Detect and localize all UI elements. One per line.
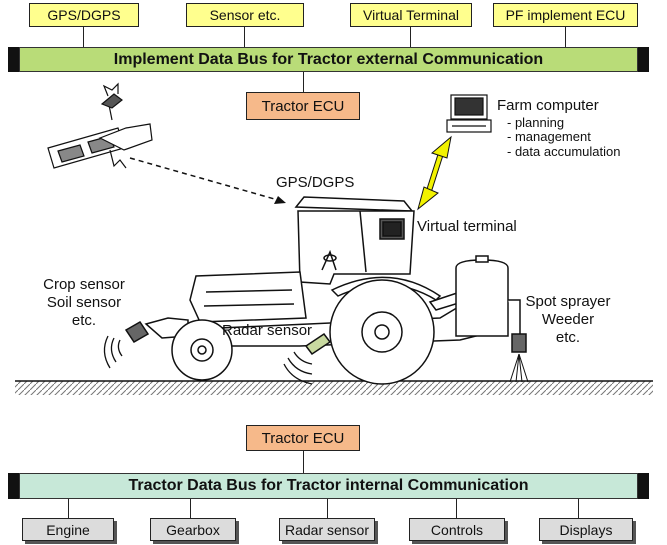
- radar-sensor-box: Radar sensor: [279, 518, 375, 541]
- gps-dgps-box: GPS/DGPS: [29, 3, 139, 27]
- controls-box: Controls: [409, 518, 505, 541]
- connector-line: [327, 499, 328, 518]
- connector-line: [190, 499, 191, 518]
- crop-sensor-line: Crop sensor: [43, 276, 125, 293]
- weeder-line: Weeder: [541, 311, 595, 328]
- bus-end-cap: [8, 473, 19, 499]
- virtual-terminal-label: Virtual terminal: [417, 218, 517, 235]
- spot-sprayer-line: Spot sprayer: [525, 293, 611, 310]
- gearbox-box: Gearbox: [150, 518, 236, 541]
- connector-line: [244, 27, 245, 47]
- farm-computer-item: - management: [507, 129, 591, 144]
- tractor: [124, 196, 527, 385]
- farm-computer-item: - data accumulation: [507, 144, 621, 159]
- spray-icon: [509, 353, 529, 383]
- tractor-ecu-top: Tractor ECU: [246, 92, 360, 120]
- virtual-terminal-box: Virtual Terminal: [350, 3, 472, 27]
- engine-box: Engine: [22, 518, 114, 541]
- radar-sensor-label: Radar sensor: [222, 322, 313, 339]
- computer-icon: [446, 94, 492, 133]
- bus-end-cap: [638, 473, 649, 499]
- radar-wave-icon: [283, 351, 313, 385]
- gps-label: GPS/DGPS: [276, 174, 355, 191]
- soil-sensor-line: Soil sensor: [46, 294, 122, 311]
- implement-data-bus: Implement Data Bus for Tractor external …: [19, 47, 638, 72]
- spot-sprayer-label: Spot sprayer Weeder etc.: [516, 293, 620, 347]
- displays-box: Displays: [539, 518, 633, 541]
- etc-line: etc.: [71, 312, 97, 329]
- connector-line: [83, 27, 84, 47]
- ground: [15, 381, 653, 395]
- etc-line: etc.: [555, 329, 581, 346]
- connector-line: [578, 499, 579, 518]
- tractor-ecu-bottom: Tractor ECU: [246, 425, 360, 451]
- connector-line: [303, 451, 304, 473]
- sensor-wave-icon: [103, 335, 123, 369]
- farm-computer-label: Farm computer: [497, 97, 599, 114]
- tractor-data-bus: Tractor Data Bus for Tractor internal Co…: [19, 473, 638, 499]
- bus-end-cap: [638, 47, 649, 72]
- connector-line: [303, 72, 304, 92]
- double-arrow-icon: [417, 135, 452, 211]
- crop-sensor-label: Crop sensor Soil sensor etc.: [36, 276, 132, 330]
- bus-end-cap: [8, 47, 19, 72]
- connector-line: [456, 499, 457, 518]
- connector-line: [565, 27, 566, 47]
- sensor-box: Sensor etc.: [186, 3, 304, 27]
- farm-computer-item: - planning: [507, 115, 565, 130]
- gps-signal-arrow: [129, 157, 279, 201]
- connector-line: [410, 27, 411, 47]
- pf-implement-ecu-box: PF implement ECU: [493, 3, 638, 27]
- connector-line: [68, 499, 69, 518]
- satellite-icon: [47, 82, 153, 169]
